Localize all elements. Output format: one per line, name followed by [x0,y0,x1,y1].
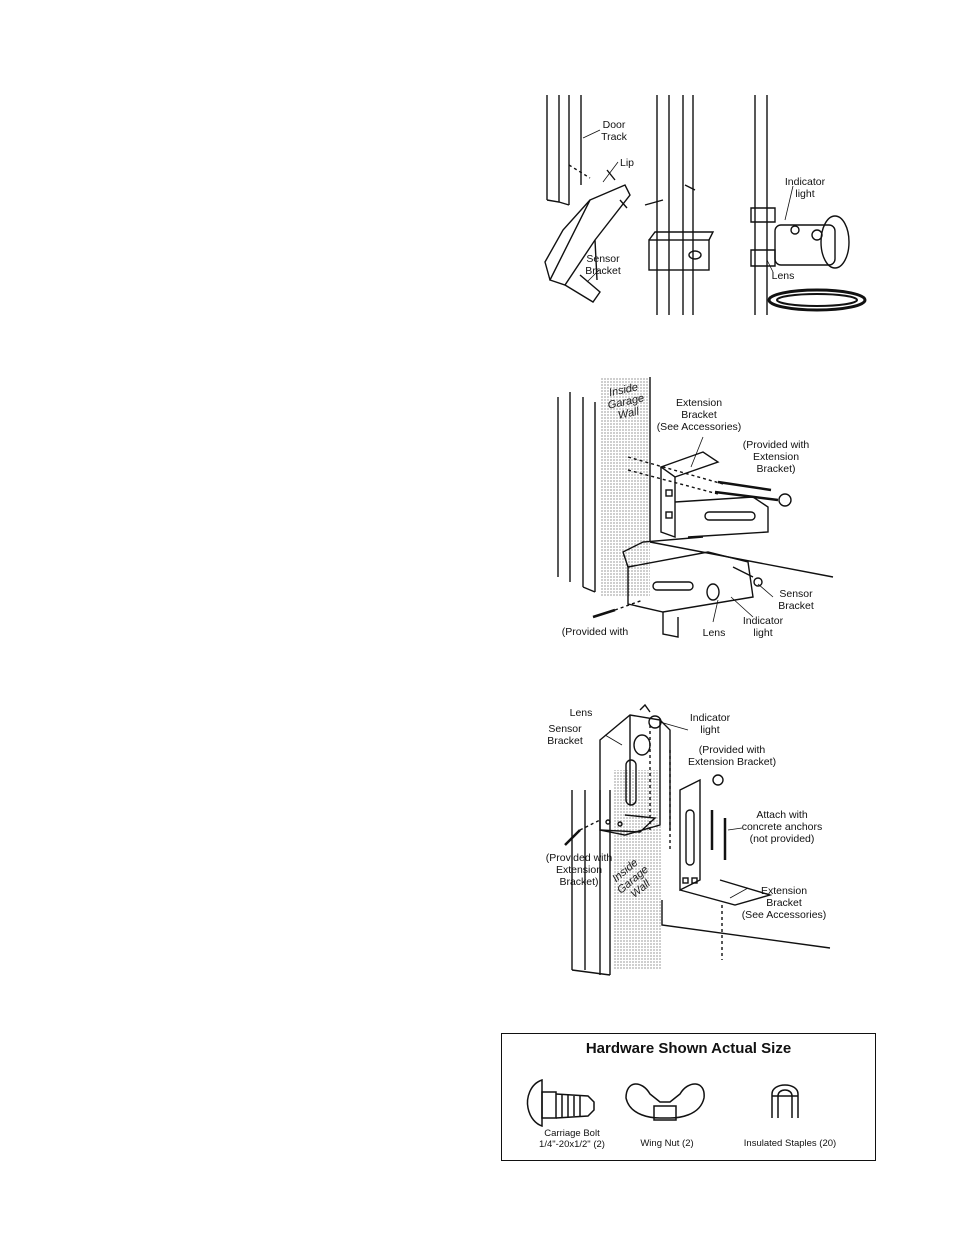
figure-sensor-bracket-mounting: Door Track Lip Sensor Bracket Indicator … [535,90,867,320]
sensor-bracket-label: Sensor Bracket [547,723,583,747]
sensor-bracket-illustration [544,95,867,315]
indicator-light-label: Indicator light [742,615,784,639]
extension-bracket-floor-illustration [564,703,831,976]
extension-bracket-label: Extension Bracket (See Accessories) [741,885,827,921]
wing-nut-caption: Wing Nut (2) [640,1138,694,1149]
attach-with-label: Attach with concrete anchors (not provid… [741,809,823,845]
extension-bracket-label: Extension Bracket (See Accessories) [656,397,742,433]
provided-with-extension-label: (Provided with Extension Bracket) [742,439,810,475]
hardware-title: Hardware Shown Actual Size [585,1040,792,1057]
indicator-light-label: Indicator light [689,712,731,736]
extension-bracket-wall-illustration [557,377,834,638]
lens-label: Lens [569,707,593,719]
wing-nut-icon [625,1083,705,1121]
hardware-shown-actual-size-box: Hardware Shown Actual Size Carriage Bolt… [501,1033,876,1161]
insulated-staple-icon [771,1084,799,1118]
provided-with-left-label: (Provided with Extension Bracket) [545,852,613,888]
indicator-light-label: Indicator light [784,176,826,200]
provided-with-top-label: (Provided with Extension Bracket) [687,744,777,768]
door-track-label: Door Track [601,119,627,143]
carriage-bolt-icon [526,1078,595,1128]
insulated-staples-caption: Insulated Staples (20) [743,1138,837,1149]
hardware-illustrations [526,1078,799,1128]
provided-with-bottom-label: (Provided with [561,626,629,638]
figure-extension-bracket-wall: Inside Garage Wall Extension Bracket (Se… [553,372,843,642]
lens-label: Lens [771,270,795,282]
lip-label: Lip [619,157,634,169]
figure-extension-bracket-floor: Lens Sensor Bracket Indicator light (Pro… [530,700,840,990]
sensor-bracket-label: Sensor Bracket [585,253,621,277]
sensor-bracket-label: Sensor Bracket [778,588,814,612]
lens-label: Lens [702,627,726,639]
carriage-bolt-caption: Carriage Bolt 1/4"-20x1/2" (2) [539,1128,605,1150]
